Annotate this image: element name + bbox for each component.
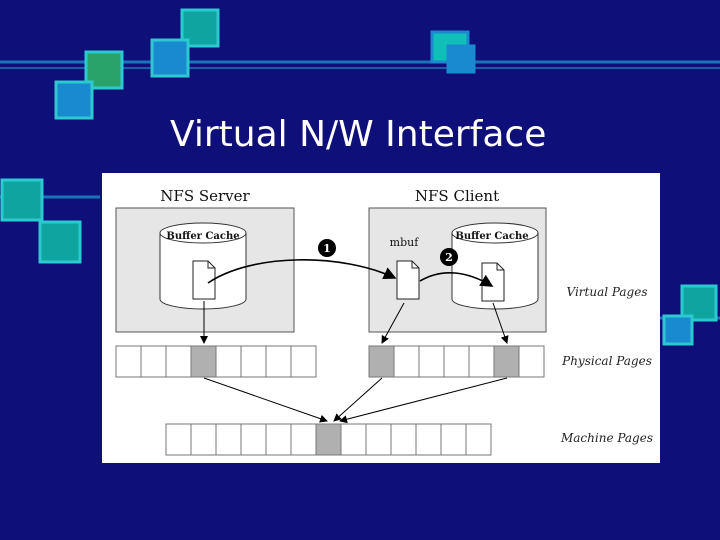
- transfer-arrow-1: [207, 259, 397, 284]
- physical-pages-label: Physical Pages: [561, 354, 652, 368]
- deco-square: [0, 178, 44, 222]
- machine-page-highlight: [315, 423, 342, 456]
- machine-pages-row: [165, 423, 492, 456]
- machine-pages-label: Machine Pages: [560, 431, 653, 445]
- step-2-number: 2: [445, 251, 453, 264]
- nfs-diagram: NFS Server NFS Client Buffer Cache Buffe…: [102, 173, 660, 463]
- physical-page-highlight: [190, 345, 217, 378]
- client-cache-label: Buffer Cache: [455, 231, 528, 242]
- deco-square: [662, 314, 694, 346]
- physical-page-highlight: [493, 345, 520, 378]
- deco-square: [38, 220, 82, 264]
- virt-to-phys-arrow: [492, 302, 509, 344]
- phys-to-machine-arrow: [203, 377, 328, 423]
- step-1-number: 1: [323, 242, 331, 255]
- step-1-badge: [318, 239, 336, 257]
- virtual-pages-label: Virtual Pages: [566, 285, 647, 299]
- nfs-server-label: NFS Server: [160, 187, 250, 205]
- deco-square: [54, 80, 94, 120]
- physical-pages-row: [115, 345, 545, 378]
- deco-square: [446, 44, 476, 74]
- transfer-arrow-2: [419, 271, 494, 287]
- deco-square: [680, 284, 718, 322]
- step-2-badge: [440, 248, 458, 266]
- server-cache-label: Buffer Cache: [166, 231, 239, 242]
- mbuf-label: mbuf: [390, 236, 420, 249]
- virt-to-phys-arrow: [381, 302, 405, 344]
- slide-title: Virtual N/W Interface: [170, 114, 547, 155]
- physical-page-highlight: [368, 345, 395, 378]
- mbuf-page-icon: [396, 260, 420, 300]
- server-page-icon: [192, 260, 216, 300]
- nfs-client-label: NFS Client: [415, 187, 499, 205]
- deco-square: [150, 38, 190, 78]
- phys-to-machine-arrow: [333, 377, 383, 422]
- phys-to-machine-arrow: [339, 377, 508, 424]
